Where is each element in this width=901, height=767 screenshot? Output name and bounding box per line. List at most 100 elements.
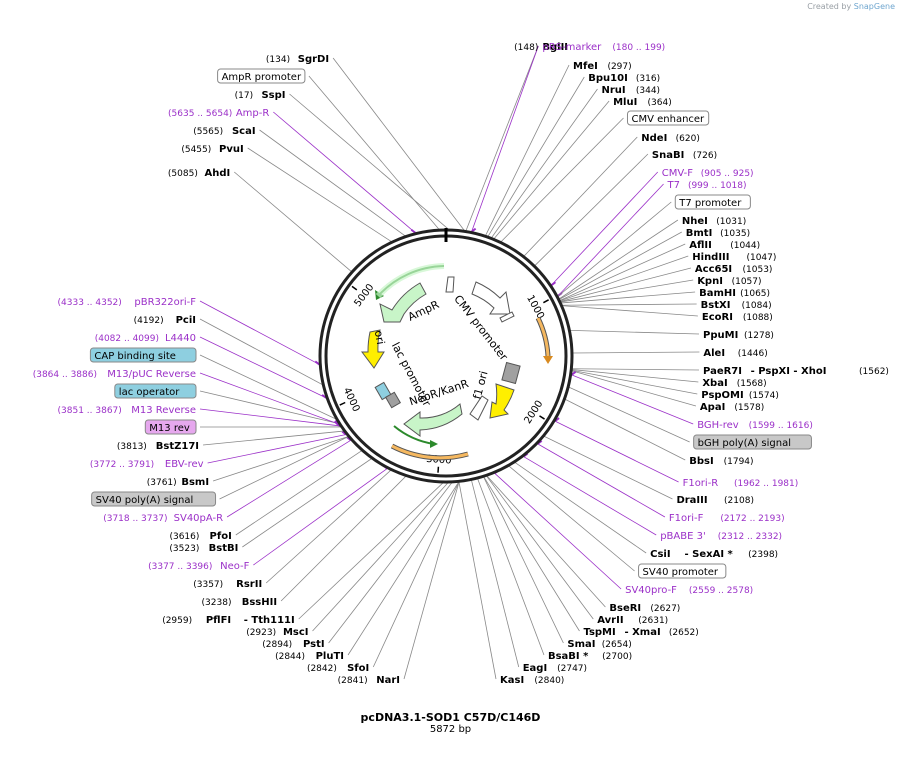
site-label: PluTI(2844)	[275, 651, 344, 662]
site-label: AmpR promoter	[217, 68, 306, 84]
site-label: MfeI(297)	[573, 61, 632, 72]
leader-line	[199, 408, 341, 427]
site-label: AleI (1446)	[703, 348, 767, 359]
site-label: T7 promoter	[674, 194, 751, 210]
site-name-extra: - SexAI *	[685, 549, 734, 560]
site-name-extra: - Tth111I	[244, 615, 295, 626]
leader-line	[565, 399, 686, 461]
site-name: AvrII	[597, 615, 623, 626]
site-name: pBABE 3'	[660, 531, 706, 542]
site-name: BamHI	[699, 288, 736, 299]
leader-line	[493, 100, 610, 239]
site-name: EcoRI	[702, 312, 733, 323]
site-label: SnaBI(726)	[652, 150, 717, 161]
site-name: M13 Reverse	[131, 405, 196, 416]
site-position: (1578)	[734, 403, 764, 413]
site-position: (1446)	[738, 349, 768, 359]
site-position: (2652)	[669, 628, 699, 638]
site-label: SspI(17)	[235, 90, 286, 101]
site-name: DraIII	[676, 495, 707, 506]
site-label: M13 Reverse(3851 .. 3867)	[58, 405, 196, 416]
site-label: ScaI(5565)	[193, 126, 255, 137]
site-name: Amp-R	[236, 108, 270, 119]
leader-line	[562, 303, 697, 306]
site-label: SfoI(2842)	[307, 663, 369, 674]
leader-line	[523, 456, 657, 536]
primer-mark	[570, 371, 577, 376]
leader-line	[458, 482, 497, 680]
site-position: (4082 .. 4099)	[95, 334, 159, 344]
leader-line	[265, 470, 391, 584]
leader-line	[477, 478, 545, 656]
leader-line	[514, 462, 647, 554]
leader-line	[559, 219, 679, 300]
site-label: PstI(2894)	[262, 639, 324, 650]
leader-line	[226, 439, 352, 518]
primer-mark	[471, 227, 477, 233]
site-position: (1599 .. 1616)	[749, 421, 813, 431]
site-position: (2840)	[534, 676, 564, 686]
site-label: CsiI- SexAI *(2398)	[650, 549, 778, 560]
leader-line	[571, 374, 694, 425]
site-label: NarI(2841)	[338, 675, 400, 686]
site-label: AflII(1044)	[689, 240, 760, 251]
site-label: CAP binding site	[89, 347, 197, 363]
site-position: (5565)	[193, 127, 223, 137]
feature-ampr	[379, 282, 427, 323]
feature-label-text: SV40 promoter	[643, 567, 719, 578]
site-name: BmtI	[686, 228, 713, 239]
site-label: PpuMI(1278)	[703, 330, 774, 341]
leader-line	[486, 476, 594, 620]
leader-line	[572, 351, 700, 354]
site-name: NruI	[601, 85, 625, 96]
leader-line	[312, 482, 449, 632]
site-name-extra: - PspXI - XhoI	[751, 366, 827, 377]
site-position: (344)	[636, 86, 660, 96]
site-label: L4440(4082 .. 4099)	[95, 333, 196, 344]
leader-line	[554, 420, 679, 483]
site-label: PvuI(5455)	[181, 144, 243, 155]
site-position: (2923)	[246, 628, 276, 638]
site-name: M13/pUC Reverse	[107, 369, 196, 380]
leader-line	[508, 465, 635, 572]
feature-label-box	[638, 563, 727, 579]
primer-mark	[314, 360, 320, 366]
site-label: lac operator	[114, 383, 197, 399]
site-position: (1088)	[743, 313, 773, 323]
site-name: Neo-F	[220, 561, 250, 572]
site-name: CMV-F	[662, 168, 693, 179]
site-position: (726)	[693, 151, 717, 161]
site-position: (3377 .. 3396)	[148, 562, 212, 572]
site-name: SspI	[261, 90, 285, 101]
site-label: KpnI(1057)	[697, 276, 761, 287]
leader-line	[347, 482, 459, 656]
site-label: T7(999 .. 1018)	[667, 180, 747, 191]
leader-line	[465, 45, 539, 231]
site-name: Acc65I	[695, 264, 732, 275]
site-position: (2654)	[602, 640, 632, 650]
site-label: Bpu10I(316)	[588, 73, 660, 84]
leader-line	[486, 475, 606, 608]
leader-line	[560, 279, 694, 303]
leader-line	[551, 171, 659, 286]
site-position: (4333 .. 4352)	[58, 298, 122, 308]
site-label: BbsI(1794)	[689, 456, 753, 467]
site-position: (297)	[607, 62, 631, 72]
leader-line	[242, 458, 372, 548]
leader-line	[280, 476, 406, 602]
feature-label-text: SV40 poly(A) signal	[96, 495, 194, 506]
site-position: (180 .. 199)	[612, 43, 665, 53]
site-name: SV40pA-R	[174, 513, 223, 524]
site-position: (2627)	[650, 604, 680, 614]
site-label: PciI(4192)	[134, 315, 196, 326]
site-name: EagI	[523, 663, 547, 674]
site-label: BamHI(1065)	[699, 288, 770, 299]
feature-label-text: CMV enhancer	[631, 114, 705, 125]
site-name: F1ori-F	[669, 513, 704, 524]
site-name: AleI	[703, 348, 725, 359]
site-position: (364)	[648, 98, 672, 108]
site-label: CMV enhancer	[626, 110, 710, 126]
site-name: BstXI	[701, 300, 731, 311]
site-label: BmtI(1035)	[686, 228, 750, 239]
